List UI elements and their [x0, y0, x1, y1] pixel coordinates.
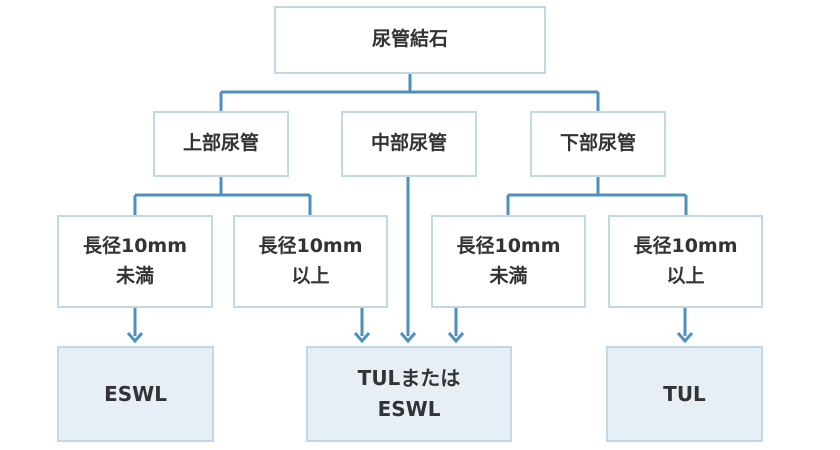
root-node: 尿管結石: [274, 6, 546, 74]
site-node-lower: 下部尿管: [530, 111, 666, 177]
treatment-label-line2: ESWL: [377, 397, 441, 421]
root-label: 尿管結石: [371, 28, 448, 51]
treatment-node-left: ESWL: [57, 346, 214, 442]
size-label-line1: 長径10mm: [456, 235, 561, 258]
arrowhead-right: [676, 332, 694, 344]
size-label-line2: 以上: [666, 264, 705, 287]
treatment-label-line1: TULまたは: [357, 366, 461, 390]
upper-branch-connector: [133, 177, 312, 215]
site-label-lower: 下部尿管: [559, 132, 636, 155]
site-label-upper: 上部尿管: [182, 132, 259, 155]
site-label-middle: 中部尿管: [370, 132, 447, 155]
arrowhead-left: [126, 332, 144, 344]
size-node-lower-small: 長径10mm 未満: [431, 215, 586, 308]
arrowhead-center-right: [447, 332, 465, 344]
root-to-sites-connector: [219, 73, 600, 111]
size-label-line1: 長径10mm: [82, 235, 188, 258]
size-label-line1: 長径10mm: [258, 235, 363, 258]
size-label-line2: 以上: [291, 264, 330, 287]
treatment-label: ESWL: [104, 381, 167, 406]
treatment-node-center: TULまたは ESWL: [306, 346, 512, 442]
arrowhead-middle: [399, 332, 417, 344]
arrowhead-center-left: [353, 332, 371, 344]
size-label-line2: 未満: [489, 264, 528, 287]
size-node-lower-large: 長径10mm 以上: [608, 215, 763, 308]
size-node-upper-large: 長径10mm 以上: [233, 215, 388, 308]
site-node-upper: 上部尿管: [153, 111, 289, 177]
treatment-node-right: TUL: [606, 346, 763, 442]
lower-branch-connector: [506, 177, 688, 215]
size-label-line1: 長径10mm: [633, 235, 738, 258]
treatment-label: TUL: [663, 381, 706, 406]
size-label-line2: 未満: [115, 264, 154, 287]
size-node-upper-small: 長径10mm 未満: [57, 215, 213, 308]
site-node-middle: 中部尿管: [341, 111, 477, 177]
